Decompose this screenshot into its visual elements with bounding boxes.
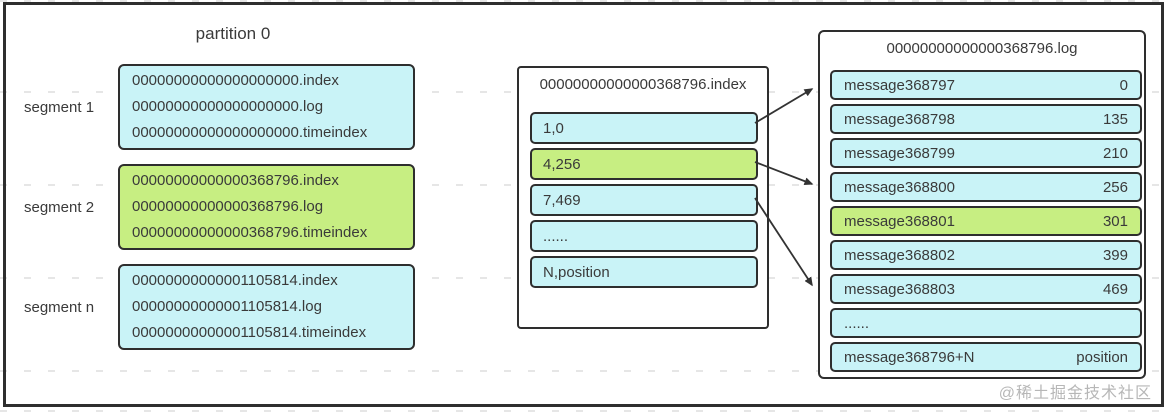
- segment-file-name: 00000000000001105814.log: [132, 298, 322, 315]
- grid-texture: [0, 370, 1168, 372]
- segment-file-name: 00000000000000000000.index: [132, 72, 339, 89]
- partition-frame: [3, 2, 1164, 407]
- grid-texture: [0, 0, 1168, 2]
- index-entry-text: N,position: [543, 263, 610, 281]
- index-entry: 7,469: [530, 184, 758, 216]
- segment-file-name: 00000000000000368796.timeindex: [132, 224, 368, 241]
- segment-files-box: 00000000000001105814.index 00000000000001…: [118, 264, 415, 350]
- log-message-offset: 301: [1102, 212, 1128, 230]
- index-entry-text: 4,256: [543, 155, 581, 173]
- segment-label: segment 2: [24, 198, 95, 216]
- index-entry: 1,0: [530, 112, 758, 144]
- segment-file-name: 00000000000000000000.log: [132, 98, 324, 115]
- segment-label: segment 1: [24, 98, 95, 116]
- log-message-offset: 256: [1102, 178, 1128, 196]
- log-message-row: message368802 399: [830, 240, 1142, 270]
- log-message-text: message368803: [844, 280, 955, 298]
- index-entry: N,position: [530, 256, 758, 288]
- segment-files-box: 00000000000000000000.index 00000000000000…: [118, 64, 415, 150]
- grid-texture: [0, 410, 1168, 412]
- segment-file-name: 00000000000001105814.timeindex: [132, 324, 367, 341]
- partition-title: partition 0: [195, 24, 271, 43]
- log-message-offset: position: [1076, 348, 1128, 366]
- log-message-row: message368803 469: [830, 274, 1142, 304]
- segment-files-box: 00000000000000368796.index 00000000000000…: [118, 164, 415, 250]
- index-entry-text: 7,469: [543, 191, 581, 209]
- log-message-offset: 469: [1102, 280, 1128, 298]
- index-entry: ......: [530, 220, 758, 252]
- log-message-offset: 210: [1102, 144, 1128, 162]
- log-message-text: message368797: [844, 76, 955, 94]
- index-entry-text: 1,0: [543, 119, 564, 137]
- index-entry-list: 1,0 4,256 7,469 ...... N,position: [530, 112, 758, 288]
- log-message-text: message368796+N: [844, 348, 975, 366]
- log-message-offset: 0: [1119, 76, 1128, 94]
- segment-label: segment n: [24, 298, 95, 316]
- log-message-text: message368802: [844, 246, 955, 264]
- log-message-text: message368798: [844, 110, 955, 128]
- log-message-text: message368801: [844, 212, 955, 230]
- log-message-text: message368799: [844, 144, 955, 162]
- log-message-row: message368801 301: [830, 206, 1142, 236]
- index-entry-text: ......: [543, 227, 569, 245]
- index-file-title: 00000000000000368796.index: [539, 76, 747, 93]
- index-entry: 4,256: [530, 148, 758, 180]
- index-file-panel: 00000000000000368796.index 1,0 4,256 7,4…: [517, 66, 769, 329]
- log-message-text: ......: [844, 314, 870, 332]
- log-message-row: message368800 256: [830, 172, 1142, 202]
- log-file-title: 00000000000000368796.log: [886, 40, 1078, 57]
- log-message-row: message368796+N position: [830, 342, 1142, 372]
- segment-file-name: 00000000000000368796.log: [132, 198, 324, 215]
- log-message-text: message368800: [844, 178, 955, 196]
- log-message-list: message368797 0 message368798 135 messag…: [830, 70, 1142, 372]
- log-message-row: message368797 0: [830, 70, 1142, 100]
- log-message-row: message368798 135: [830, 104, 1142, 134]
- segment-file-name: 00000000000000368796.index: [132, 172, 339, 189]
- watermark: @稀土掘金技术社区: [998, 385, 1152, 402]
- log-message-row: ......: [830, 308, 1142, 338]
- segment-file-name: 00000000000000000000.timeindex: [132, 124, 368, 141]
- log-message-offset: 399: [1102, 246, 1128, 264]
- log-message-row: message368799 210: [830, 138, 1142, 168]
- log-message-offset: 135: [1102, 110, 1128, 128]
- segment-file-name: 00000000000001105814.index: [132, 272, 338, 289]
- log-file-panel: 00000000000000368796.log message368797 0…: [818, 30, 1146, 379]
